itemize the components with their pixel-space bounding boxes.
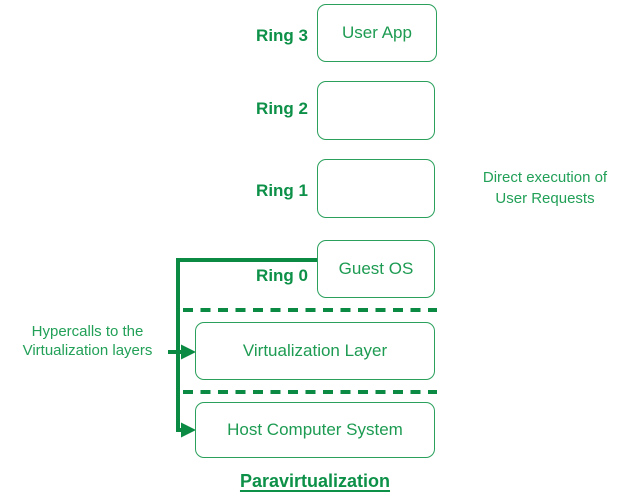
host-system-arrowhead-icon xyxy=(181,422,196,438)
ring0-label: Ring 0 xyxy=(256,266,308,285)
hypercalls-annotation: Hypercalls to the Virtualization layers xyxy=(1,322,174,360)
guest-os-to-host-connector-line xyxy=(176,258,317,432)
user-app-box: User App xyxy=(317,4,437,62)
virtualization-layer-box-text: Virtualization Layer xyxy=(242,341,388,360)
hypercalls-annotation-line2: Virtualization layers xyxy=(22,342,153,359)
direct-execution-annotation: Direct execution of User Requests xyxy=(460,167,630,209)
virtualization-layer-arrowhead-icon xyxy=(181,344,196,360)
virtualization-layer-box: Virtualization Layer xyxy=(195,322,435,380)
user-app-box-text: User App xyxy=(342,23,412,42)
diagram-title: Paravirtualization xyxy=(239,471,391,491)
ring2-label: Ring 2 xyxy=(256,99,308,118)
guest-os-box: Guest OS xyxy=(317,240,435,298)
ring2-box xyxy=(317,81,435,140)
host-computer-system-box: Host Computer System xyxy=(195,402,435,458)
host-computer-system-box-text: Host Computer System xyxy=(227,420,403,439)
hypercalls-annotation-line1: Hypercalls to the xyxy=(31,323,144,340)
ring1-box xyxy=(317,159,435,218)
ring1-label: Ring 1 xyxy=(256,181,308,200)
direct-execution-annotation-line1: Direct execution of xyxy=(482,169,608,186)
direct-execution-annotation-line2: User Requests xyxy=(495,190,595,207)
guest-os-box-text: Guest OS xyxy=(338,259,414,278)
ring3-label: Ring 3 xyxy=(256,26,308,45)
